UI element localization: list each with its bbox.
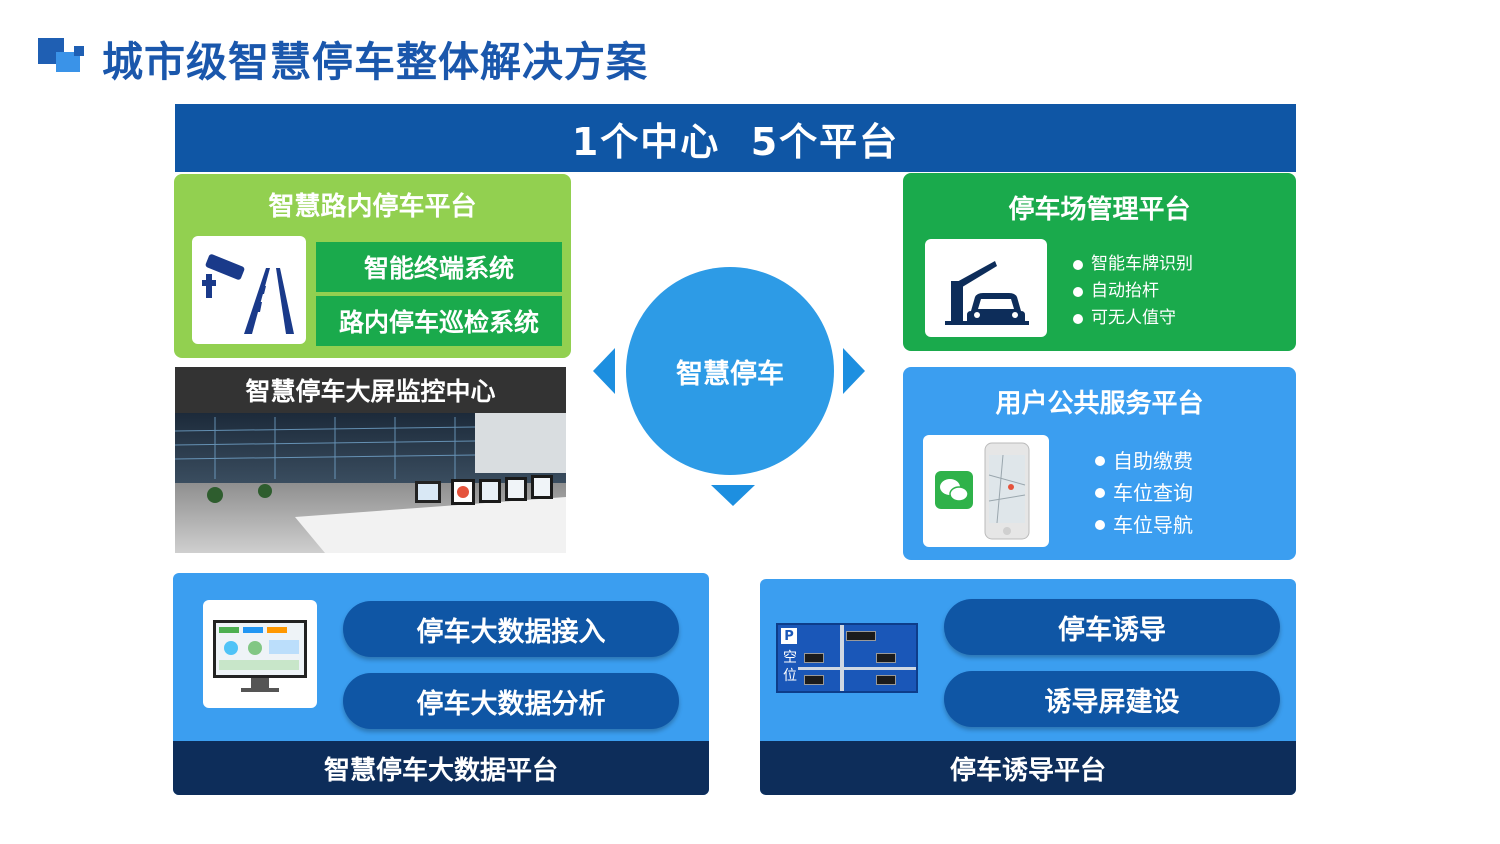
monitoring-center-title: 智慧停车大屏监控中心 — [175, 367, 566, 413]
sign-divider — [840, 625, 844, 691]
parking-lot-feature-list: 智能车牌识别 自动抬杆 可无人值守 — [1073, 251, 1193, 332]
barrier-car-icon — [925, 239, 1047, 337]
guide-sign-icon: P 空 位 — [776, 623, 918, 693]
parking-guide-button[interactable]: 停车诱导 — [944, 599, 1280, 655]
list-item: 自助缴费 — [1095, 445, 1193, 477]
bigdata-platform: 停车大数据接入 停车大数据分析 智慧停车大数据平台 — [173, 573, 709, 795]
user-service-platform: 用户公共服务平台 自助缴费 车位查询 车位导航 — [903, 367, 1296, 560]
list-item: 自动抬杆 — [1073, 278, 1193, 305]
arrow-right-icon — [843, 348, 865, 394]
user-service-feature-list: 自助缴费 车位查询 车位导航 — [1095, 445, 1193, 541]
wechat-phone-icon — [923, 435, 1049, 547]
monitor-dashboard-icon — [203, 600, 317, 708]
led-digit-icon — [804, 653, 824, 663]
led-digit-icon — [804, 675, 824, 685]
guide-platform-title: 停车诱导平台 — [760, 741, 1296, 795]
list-item: 可无人值守 — [1073, 305, 1193, 332]
arrow-down-icon — [711, 485, 755, 506]
arrow-left-icon — [593, 348, 615, 394]
parking-p-label: P — [781, 628, 797, 644]
roadside-platform-title: 智慧路内停车平台 — [268, 192, 477, 222]
list-item: 智能车牌识别 — [1073, 251, 1193, 278]
user-service-platform-title: 用户公共服务平台 — [995, 389, 1204, 419]
smart-terminal-system-button[interactable]: 智能终端系统 — [316, 242, 562, 292]
roadside-parking-platform: 智慧路内停车平台 智能终端系统 路内停车巡检系统 — [174, 174, 571, 358]
smart-parking-center: 智慧停车 — [626, 267, 834, 475]
empty-space-label: 空 位 — [783, 649, 797, 685]
camera-road-icon — [192, 236, 306, 344]
led-digit-icon — [876, 675, 896, 685]
parking-lot-platform: 停车场管理平台 智能车牌识别 自动抬杆 可无人值守 — [903, 173, 1296, 351]
monitoring-center-panel: 智慧停车大屏监控中心 — [175, 367, 566, 553]
led-digit-icon — [846, 631, 876, 641]
guide-screen-construction-button[interactable]: 诱导屏建设 — [944, 671, 1280, 727]
bigdata-platform-title: 智慧停车大数据平台 — [173, 741, 709, 795]
control-room-image — [175, 413, 566, 553]
sign-text: 位 — [783, 668, 797, 684]
banner-heading: 1个中心 5个平台 — [175, 104, 1296, 172]
title-logo-icon — [38, 38, 86, 76]
roadside-patrol-system-button[interactable]: 路内停车巡检系统 — [316, 296, 562, 346]
list-item: 车位导航 — [1095, 509, 1193, 541]
bigdata-analysis-button[interactable]: 停车大数据分析 — [343, 673, 679, 729]
sign-divider — [798, 667, 916, 670]
bigdata-access-button[interactable]: 停车大数据接入 — [343, 601, 679, 657]
sign-text: 空 — [783, 650, 797, 666]
led-digit-icon — [876, 653, 896, 663]
list-item: 车位查询 — [1095, 477, 1193, 509]
parking-lot-platform-title: 停车场管理平台 — [1008, 195, 1191, 225]
page-title: 城市级智慧停车整体解决方案 — [102, 38, 648, 86]
parking-guide-platform: P 空 位 停车诱导 诱导屏建设 停车诱导平台 — [760, 579, 1296, 795]
